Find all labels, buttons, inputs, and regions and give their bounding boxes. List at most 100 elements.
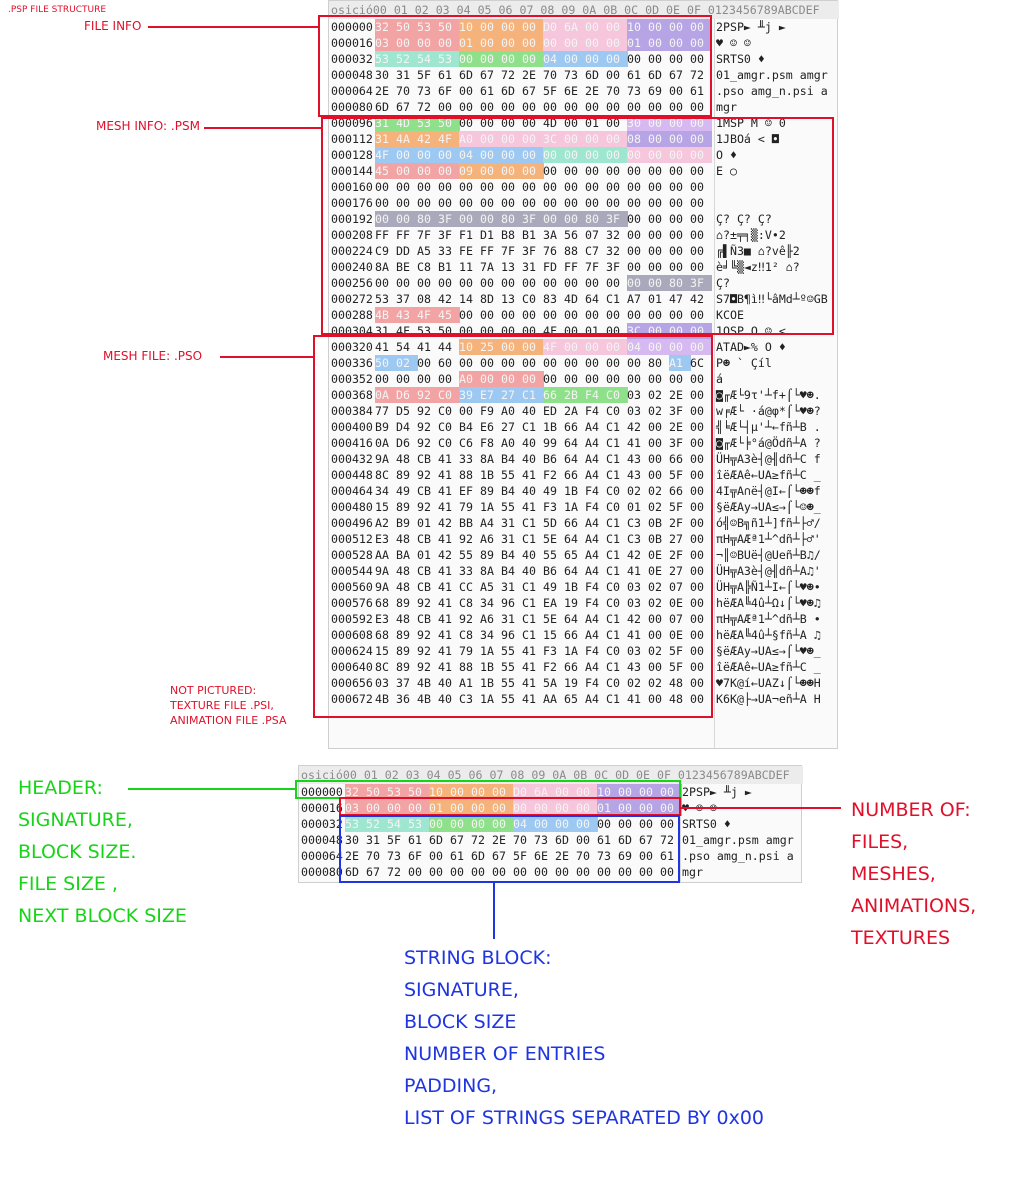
hex-byte: 00	[690, 35, 712, 51]
hex-byte: 04	[543, 51, 565, 67]
hex-byte: 00	[585, 35, 607, 51]
hex-byte: 43	[396, 307, 418, 323]
hex-byte: 61	[480, 84, 494, 98]
hex-byte: C1	[522, 516, 536, 530]
hex-byte: 41	[438, 660, 452, 674]
hex-byte: C1	[606, 452, 620, 466]
hex-byte: 00	[618, 784, 640, 800]
hex-offset: 000464	[331, 484, 373, 498]
hex-byte: C0	[606, 500, 620, 514]
hex-byte: 48	[669, 676, 683, 690]
hex-byte: 92	[417, 468, 431, 482]
hex-dump-top: osició00 01 02 03 04 05 06 07 08 09 0A 0…	[328, 0, 839, 749]
hex-byte: 00	[660, 817, 674, 831]
hex-byte: 00	[459, 356, 473, 370]
hex-byte: 00	[648, 612, 662, 626]
hex-ascii: §ëÆAy→UA≤→⌠└☺☻_	[716, 500, 821, 514]
hex-byte: C1	[606, 292, 620, 306]
hex-byte: 92	[417, 500, 431, 514]
hex-byte: 37	[396, 676, 410, 690]
hex-byte: 33	[459, 564, 473, 578]
hex-ascii: 2PSP► ╨j ►	[716, 20, 786, 34]
hex-byte: 31	[375, 131, 397, 147]
hex-byte: 4F	[417, 307, 439, 323]
hex-byte: 00	[606, 180, 620, 194]
hex-byte: 80	[417, 211, 439, 227]
hex-byte: 00	[606, 196, 620, 210]
hex-byte: 2E	[375, 84, 389, 98]
hex-byte: 6D	[555, 833, 569, 847]
hex-byte: 00	[690, 260, 704, 274]
hex-byte: 00	[501, 35, 523, 51]
hex-byte: 41	[522, 500, 536, 514]
hex-byte: 01	[627, 500, 641, 514]
hex-byte: 40	[522, 452, 536, 466]
hex-byte: 00	[690, 196, 704, 210]
hex-byte: 54	[387, 816, 409, 832]
hex-byte: 3F	[522, 211, 544, 227]
hex-byte: 00	[648, 100, 662, 114]
hex-dump-bottom: osició00 01 02 03 04 05 06 07 08 09 0A 0…	[298, 765, 803, 883]
hex-byte: 8C	[375, 660, 389, 674]
hex-byte: 15	[543, 628, 557, 642]
hex-byte: 00	[606, 68, 620, 82]
hex-byte: E3	[375, 612, 389, 626]
hex-offset: 000112	[331, 132, 373, 146]
hex-byte: 00	[606, 308, 620, 322]
hex-byte: C1	[606, 628, 620, 642]
hex-offset: 000128	[331, 148, 373, 162]
hex-byte: 2E	[585, 84, 599, 98]
hex-byte: 00	[459, 276, 473, 290]
hex-byte: 00	[690, 164, 704, 178]
hex-byte: F3	[543, 500, 557, 514]
hex-byte: 00	[480, 308, 494, 322]
hex-byte: 00	[648, 228, 662, 242]
hex-byte: 30	[627, 115, 649, 131]
hex-byte: 80	[669, 275, 691, 291]
hex-byte: 01	[648, 292, 662, 306]
hex-byte: 00	[627, 212, 641, 226]
hex-byte: 00	[501, 131, 523, 147]
hex-byte: 67	[669, 68, 683, 82]
hex-byte: 73	[534, 833, 548, 847]
hex-byte: 00	[585, 180, 599, 194]
hex-byte: 00	[648, 164, 662, 178]
hex-byte: 33	[459, 452, 473, 466]
hex-byte: 00	[627, 147, 649, 163]
hex-byte: C1	[606, 612, 620, 626]
hex-byte: 00	[648, 452, 662, 466]
hex-byte: 44	[438, 340, 452, 354]
hex-byte: 61	[408, 833, 422, 847]
hex-byte: 4B	[375, 692, 389, 706]
hex-ascii: 1MSP M ☺ 0	[716, 116, 786, 130]
hex-byte: C1	[606, 548, 620, 562]
hex-byte: 00	[438, 276, 452, 290]
hex-byte: F2	[543, 660, 557, 674]
hex-byte: C0	[606, 484, 620, 498]
hex-byte: 5F	[669, 468, 683, 482]
hex-byte: 00	[501, 116, 515, 130]
hex-byte: 15	[375, 500, 389, 514]
hex-offset: 000048	[331, 68, 373, 82]
hex-byte: 00	[690, 612, 704, 626]
hex-byte: 00	[690, 244, 704, 258]
hex-byte: 00	[564, 51, 586, 67]
hex-byte: 00	[450, 816, 472, 832]
hex-byte: 53	[387, 784, 409, 800]
hex-offset: 000624	[331, 644, 373, 658]
hex-byte: 89	[480, 548, 494, 562]
hex-byte: 27	[501, 387, 523, 403]
hex-byte: 07	[669, 580, 683, 594]
hex-byte: 55	[501, 676, 515, 690]
hex-ascii: ¬║☺BUë┤@Ueñ┴B♫/	[716, 548, 821, 562]
hex-byte: 00	[585, 356, 599, 370]
hex-byte: 48	[396, 580, 410, 594]
hex-byte: 00	[564, 339, 586, 355]
